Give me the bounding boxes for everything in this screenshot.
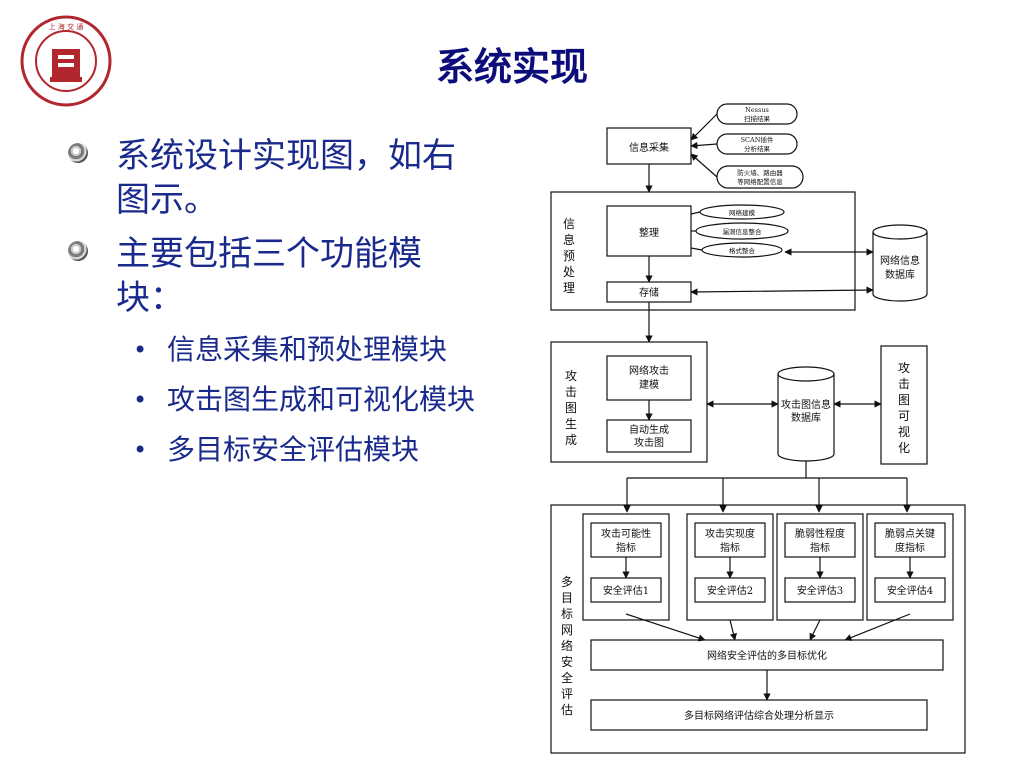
attack-module-label: 击 — [565, 385, 577, 399]
preprocess-module-label: 理 — [563, 281, 575, 295]
eval-module-label: 络 — [561, 638, 573, 653]
slide-title: 系统实现 — [435, 45, 588, 89]
visualize-label: 视 — [898, 424, 910, 439]
preprocess-module-label: 息 — [563, 232, 575, 247]
bullet-item: 主要包括三个功能模块： — [68, 232, 488, 320]
visualize-label: 可 — [898, 409, 910, 423]
optimize-label: 网络安全评估的多目标优化 — [707, 649, 827, 662]
net-db-label: 数据库 — [885, 268, 915, 281]
indicator-label: 攻击可能性 — [601, 527, 651, 540]
eval-module-label: 估 — [561, 703, 573, 717]
eval-module-label: 网 — [561, 623, 573, 637]
sub-bullet-text: 信息采集和预处理模块 — [167, 333, 448, 366]
sub-bullet-item: • 信息采集和预处理模块 — [133, 330, 488, 370]
organize-label: 整理 — [639, 226, 659, 239]
preprocess-module-label: 预 — [563, 249, 575, 263]
net-db-label: 网络信息 — [880, 254, 920, 267]
eval-box — [694, 577, 766, 603]
indicator-label: 脆弱性程度 — [795, 527, 845, 540]
source-label: 防火墙、路由器 — [737, 168, 783, 177]
visualize-label: 攻 — [898, 361, 910, 375]
bullet-dot-icon: • — [133, 336, 148, 364]
eval-label: 安全评估2 — [707, 584, 753, 597]
eval-label: 安全评估3 — [797, 584, 843, 597]
display-label: 多目标网络评估综合处理分析显示 — [684, 709, 834, 722]
eval-module-label: 安 — [561, 654, 573, 669]
bullet-disc-icon — [68, 241, 88, 261]
visualize-label: 化 — [898, 441, 910, 455]
attack-module-label: 攻 — [565, 369, 577, 383]
indicator-label: 指标 — [616, 541, 636, 554]
sub-bullet-text: 攻击图生成和可视化模块 — [167, 383, 476, 416]
eval-module-label: 全 — [561, 670, 573, 685]
sub-bullet-text: 多目标安全评估模块 — [167, 433, 420, 466]
eval-module-label: 多 — [561, 575, 573, 589]
indicator-label: 指标 — [810, 541, 830, 554]
source-label: Nessus — [745, 106, 769, 114]
indicator-label: 度指标 — [895, 541, 925, 554]
auto-gen-label: 攻击图 — [634, 436, 664, 449]
university-seal-logo: 上 海 交 通 — [20, 15, 112, 107]
bullet-disc-icon — [68, 143, 88, 163]
indicator-label: 指标 — [720, 541, 740, 554]
source-label: 等网络配置信息 — [737, 177, 783, 186]
source-label: 分析结果 — [744, 144, 771, 153]
source-label: 扫描结果 — [744, 114, 771, 123]
attack-modeling-label: 建模 — [639, 378, 659, 391]
attack-modeling-box — [606, 355, 692, 401]
eval-box — [784, 577, 856, 603]
preprocess-module-label: 信 — [563, 217, 575, 231]
eval-module-label: 评 — [561, 687, 573, 701]
bullet-dot-icon: • — [133, 386, 148, 414]
collect-label: 信息采集 — [629, 141, 669, 154]
visualize-label: 击 — [898, 377, 910, 391]
eval-label: 安全评估1 — [603, 584, 649, 597]
bullet-item: 系统设计实现图，如右图示。 — [68, 134, 488, 222]
auto-gen-box — [606, 419, 692, 453]
preprocess-module-label: 处 — [563, 265, 575, 279]
sub-bullet-item: • 多目标安全评估模块 — [133, 430, 488, 470]
attack-db-label: 攻击图信息 — [781, 398, 831, 411]
source-label: SCAN插件 — [741, 135, 774, 144]
attack-module-label: 成 — [565, 433, 577, 447]
eval-box — [874, 577, 946, 603]
visualize-box — [880, 345, 928, 465]
net-db-cylinder — [872, 232, 928, 302]
system-architecture-diagram: Nessus 扫描结果 SCAN插件 分析结果 防火墙、路由器 等网络配置信息 … — [550, 103, 966, 754]
bullet-text: 系统设计实现图，如右图示。 — [116, 136, 456, 220]
sub-bullet-item: • 攻击图生成和可视化模块 — [133, 380, 488, 420]
svg-text:上 海 交 通: 上 海 交 通 — [49, 22, 84, 31]
eval-box — [590, 577, 662, 603]
bullet-text: 主要包括三个功能模块： — [116, 234, 422, 318]
bullet-list: 系统设计实现图，如右图示。 主要包括三个功能模块： • 信息采集和预处理模块 •… — [68, 134, 488, 480]
bullet-dot-icon: • — [133, 436, 148, 464]
eval-module-label: 目 — [561, 591, 573, 605]
task-label: 漏洞信息整合 — [723, 227, 763, 236]
task-label: 格式整合 — [729, 246, 756, 255]
eval-module-label: 标 — [561, 607, 573, 621]
attack-module-label: 图 — [565, 401, 577, 415]
attack-db-label: 数据库 — [791, 411, 821, 424]
display-box — [590, 699, 928, 731]
attack-modeling-label: 网络攻击 — [629, 364, 669, 377]
eval-label: 安全评估4 — [887, 584, 933, 597]
visualize-label: 图 — [898, 393, 910, 407]
store-label: 存储 — [639, 286, 659, 299]
eval-module — [550, 504, 966, 754]
indicator-label: 攻击实现度 — [705, 527, 755, 540]
auto-gen-label: 自动生成 — [629, 423, 669, 436]
attack-module-label: 生 — [565, 417, 577, 431]
indicator-label: 脆弱点关键 — [885, 527, 935, 540]
task-label: 网络建模 — [729, 208, 756, 217]
